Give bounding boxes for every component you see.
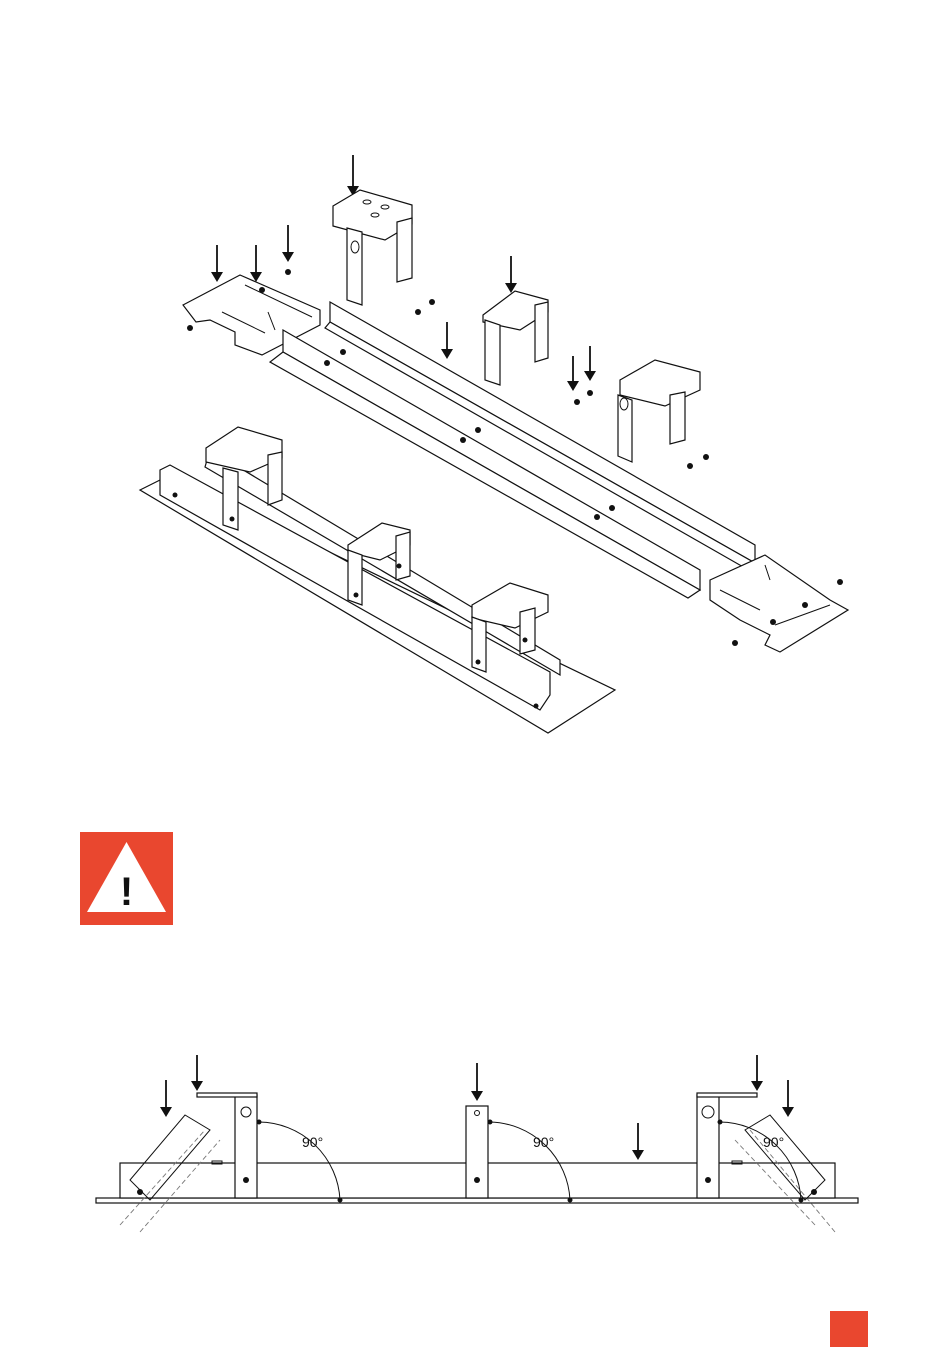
base-plate	[96, 1198, 858, 1203]
angle-label-middle: 90°	[533, 1134, 554, 1150]
middle-bracket	[466, 1106, 488, 1198]
page-corner-tab	[830, 1311, 868, 1347]
angle-label-right: 90°	[763, 1134, 784, 1150]
angle-label-left: 90°	[302, 1134, 323, 1150]
